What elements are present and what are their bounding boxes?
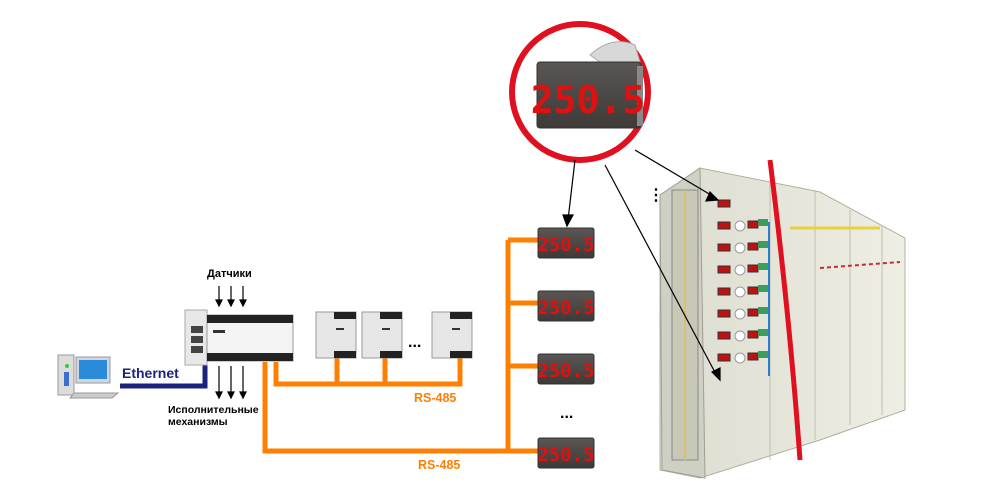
- io-module: [431, 311, 473, 359]
- cabinet-ellipsis: ⋮: [648, 187, 664, 204]
- magnified-display: 250.5: [531, 41, 645, 129]
- rs485-label-top: RS-485: [414, 391, 456, 405]
- io-module: [361, 311, 403, 359]
- modules-ellipsis: ...: [408, 334, 421, 351]
- rs485-bus: [262, 237, 538, 454]
- sensors-label: Датчики: [207, 268, 252, 280]
- io-module: [315, 311, 357, 359]
- display-unit: 250.5: [537, 437, 595, 469]
- displays-ellipsis: ...: [560, 405, 573, 422]
- plc-controller: [184, 309, 294, 366]
- io-modules: [315, 311, 473, 359]
- cabinet-row: [717, 351, 770, 376]
- actuators-label-line2: механизмы: [168, 416, 228, 428]
- cabinet-row: [717, 307, 770, 332]
- display-unit: 250.5: [537, 353, 595, 385]
- cabinet-row: [717, 241, 770, 266]
- display-reading: 250.5: [537, 444, 594, 466]
- display-column: 250.5 250.5 250.5 250.5: [537, 227, 595, 469]
- highlight-arc: [767, 159, 803, 461]
- sensor-arrows: [215, 286, 247, 400]
- cabinet-row: [717, 285, 770, 310]
- ethernet-line: [120, 360, 208, 389]
- pointer-arrows: [562, 149, 721, 382]
- display-unit: 250.5: [537, 227, 595, 259]
- cabinet-row: [717, 329, 770, 354]
- display-reading: 250.5: [537, 360, 594, 382]
- rs485-label-bottom: RS-485: [418, 458, 460, 472]
- cabinet-display-rows: [717, 199, 770, 376]
- ethernet-label: Ethernet: [122, 365, 179, 381]
- display-reading: 250.5: [537, 234, 594, 256]
- magnified-display-reading: 250.5: [531, 78, 645, 122]
- actuators-label-line1: Исполнительные: [168, 404, 259, 416]
- computer-icon: [57, 354, 120, 399]
- switchgear-cabinet: [659, 167, 906, 479]
- cabinet-row: [717, 263, 770, 288]
- display-unit: 250.5: [537, 290, 595, 322]
- cabinet-row: [717, 219, 770, 244]
- display-reading: 250.5: [537, 297, 594, 319]
